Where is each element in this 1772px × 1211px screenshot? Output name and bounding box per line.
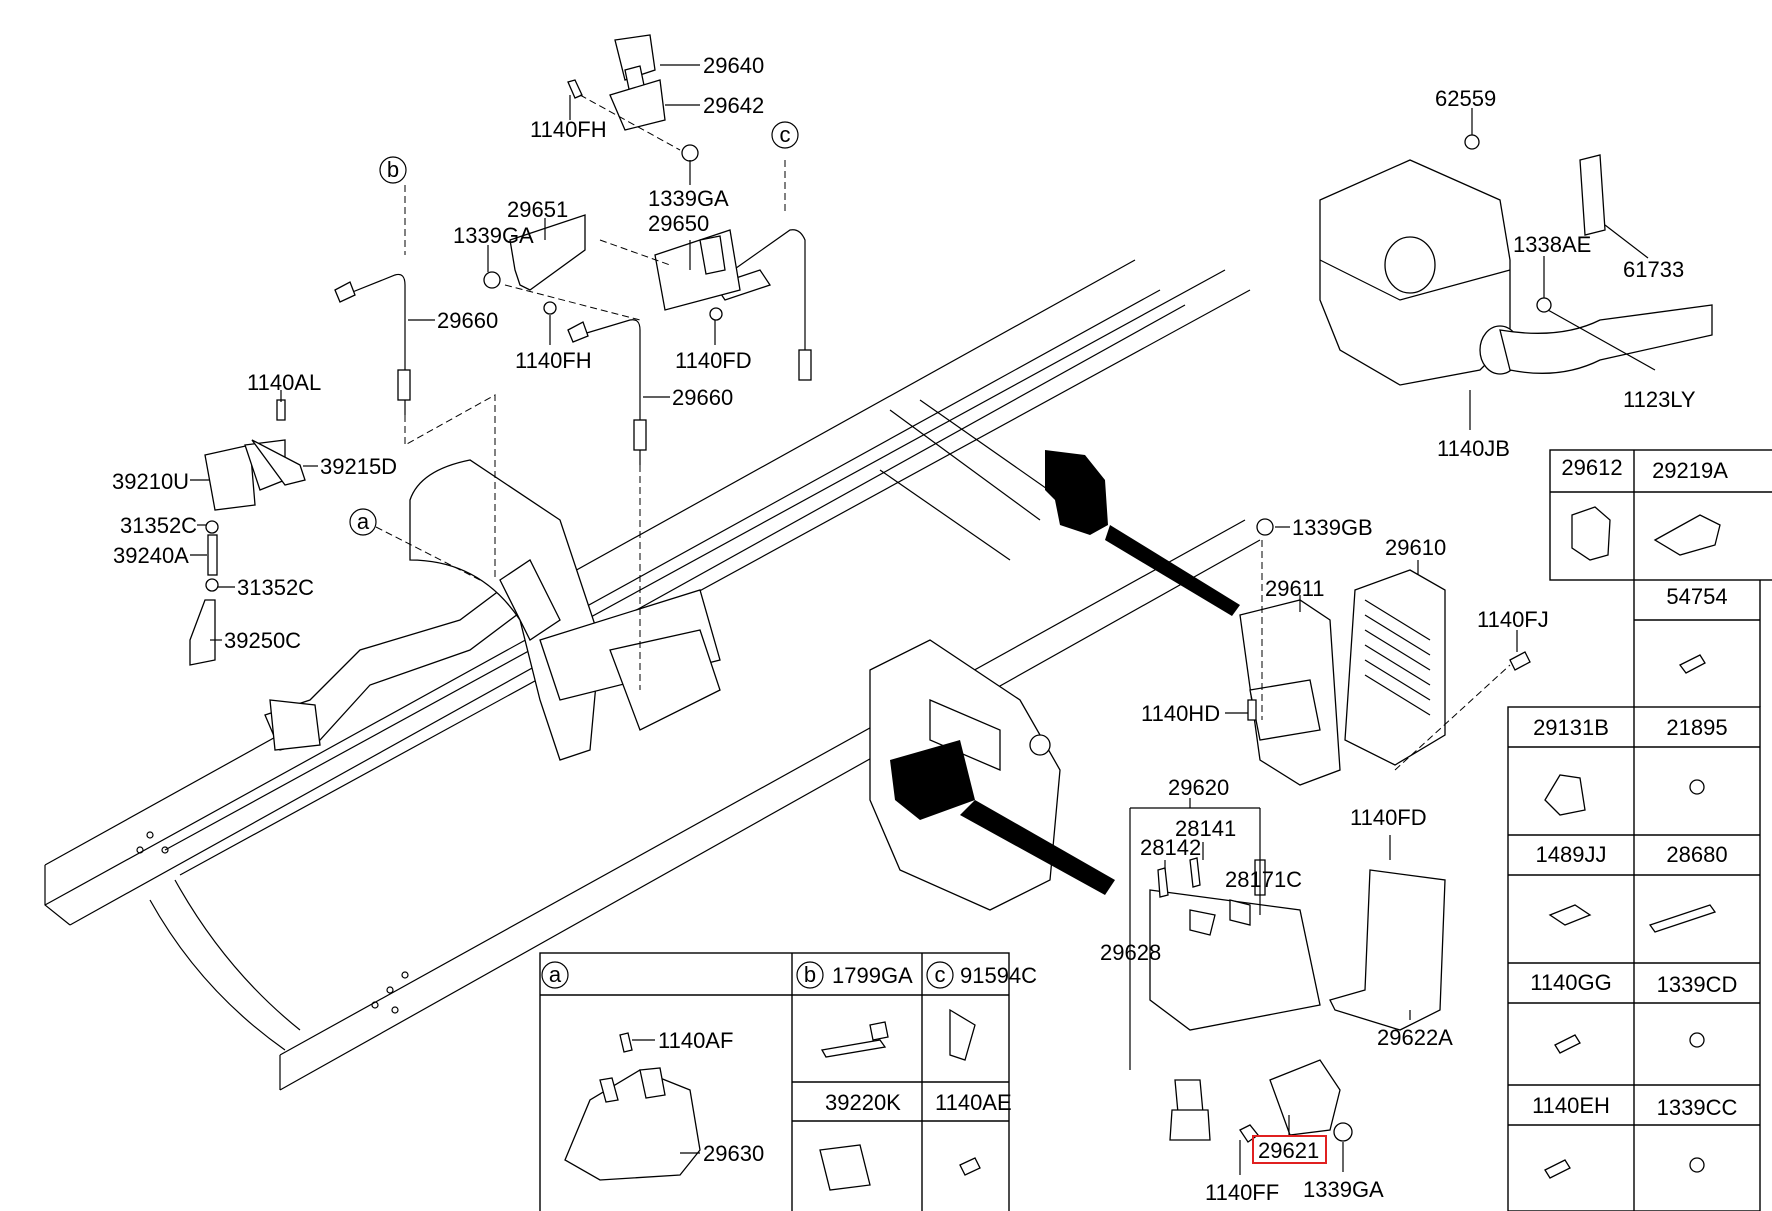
fuel-tank [869, 639, 1115, 911]
part-label-29219A[interactable]: 29219A [1652, 458, 1728, 483]
callout-31352C-upper[interactable]: 31352C [120, 513, 197, 538]
callout-39250C[interactable]: 39250C [224, 628, 301, 653]
callout-62559[interactable]: 62559 [1435, 86, 1496, 111]
part-label-1489JJ[interactable]: 1489JJ [1536, 842, 1607, 867]
ecu-assembly [1239, 518, 1531, 786]
parts-table: 29612 29219A 54754 29131B 21895 1489JJ 2… [1507, 449, 1772, 1211]
callout-1140AL[interactable]: 1140AL [247, 370, 321, 395]
callout-1140FD-top[interactable]: 1140FD [675, 348, 752, 373]
callout-1140FF[interactable]: 1140FF [1205, 1180, 1279, 1205]
callouts: 29640 29642 1140FH 1339GA 29650 29651 13… [112, 53, 1696, 1205]
callout-1140FH-mid[interactable]: 1140FH [515, 348, 592, 373]
part-label-29612[interactable]: 29612 [1561, 455, 1622, 480]
callout-1338AE[interactable]: 1338AE [1513, 232, 1591, 257]
part-label-28680[interactable]: 28680 [1666, 842, 1727, 867]
callout-1339GA-left[interactable]: 1339GA [453, 223, 534, 248]
callout-28171C[interactable]: 28171C [1225, 867, 1302, 892]
part-image-1339CC [1689, 1157, 1705, 1173]
callout-29620[interactable]: 29620 [1168, 775, 1229, 800]
callout-29660-mid[interactable]: 29660 [672, 385, 733, 410]
callout-29640[interactable]: 29640 [703, 53, 764, 78]
part-label-1140GG[interactable]: 1140GG [1530, 970, 1612, 995]
part-image-1140GG [1554, 1034, 1581, 1054]
part-image-29131B [1544, 774, 1586, 816]
detail-cell-c: c 91594C [926, 961, 1037, 1061]
part-label-1339CD[interactable]: 1339CD [1657, 972, 1738, 997]
filter-bracket-assembly [1149, 857, 1446, 1143]
callout-1140FJ[interactable]: 1140FJ [1477, 607, 1549, 632]
callout-1339GA-top[interactable]: 1339GA [648, 186, 729, 211]
part-image-29219A [1653, 514, 1721, 556]
callout-31352C-lower[interactable]: 31352C [237, 575, 314, 600]
ref-marker-a: a [349, 508, 481, 581]
callout-1140HD[interactable]: 1140HD [1141, 701, 1220, 726]
part-image-1140AE [959, 1157, 981, 1176]
part-label-1140AE[interactable]: 1140AE [935, 1090, 1012, 1115]
callout-1140JB[interactable]: 1140JB [1437, 436, 1510, 461]
svg-text:b: b [387, 157, 399, 182]
callout-1140FD-right[interactable]: 1140FD [1350, 805, 1427, 830]
part-label-1799GA[interactable]: 1799GA [832, 963, 913, 988]
callout-28141[interactable]: 28141 [1175, 816, 1236, 841]
chassis-frame [44, 259, 1261, 1091]
callout-1339GA-bottom[interactable]: 1339GA [1303, 1177, 1384, 1202]
callout-29622A[interactable]: 29622A [1377, 1025, 1453, 1050]
sensor-assembly [334, 34, 812, 690]
svg-text:a: a [549, 962, 562, 987]
svg-text:c: c [935, 962, 946, 987]
frame-mount-block [1045, 450, 1240, 616]
callout-29660-left[interactable]: 29660 [437, 308, 498, 333]
svg-text:c: c [780, 122, 791, 147]
callout-28142[interactable]: 28142 [1140, 835, 1201, 860]
callout-29628[interactable]: 29628 [1100, 940, 1161, 965]
detail-callout-29630[interactable]: 29630 [703, 1141, 764, 1166]
detail-table: a 1140AF 29630 b 1799GA c 91594C 39220K … [539, 952, 1037, 1211]
detail-cell-a: a 1140AF 29630 [541, 961, 764, 1181]
callout-29650[interactable]: 29650 [648, 211, 709, 236]
muffler-assembly [1319, 134, 1713, 386]
part-image-1339CD [1689, 1032, 1705, 1048]
part-label-1140EH[interactable]: 1140EH [1532, 1093, 1610, 1118]
callout-39210U[interactable]: 39210U [112, 469, 189, 494]
ref-marker-c: c [771, 121, 799, 149]
part-image-39220K [819, 1144, 871, 1191]
part-label-1339CC[interactable]: 1339CC [1657, 1095, 1738, 1120]
ref-marker-b: b [379, 156, 407, 184]
callout-39215D[interactable]: 39215D [320, 454, 397, 479]
callout-29611[interactable]: 29611 [1265, 576, 1325, 601]
part-label-21895[interactable]: 21895 [1666, 715, 1727, 740]
highlight-box [1252, 1135, 1327, 1164]
part-image-54754 [1679, 654, 1706, 674]
callout-1123LY[interactable]: 1123LY [1623, 387, 1696, 412]
svg-text:a: a [357, 509, 370, 534]
part-label-91594C[interactable]: 91594C [960, 963, 1037, 988]
detail-cell-b: b 1799GA [796, 961, 913, 1058]
svg-text:b: b [804, 962, 816, 987]
callout-39240A[interactable]: 39240A [113, 543, 189, 568]
part-image-29612 [1571, 506, 1611, 561]
part-image-1489JJ [1548, 904, 1592, 926]
part-label-39220K[interactable]: 39220K [825, 1090, 901, 1115]
callout-29642[interactable]: 29642 [703, 93, 764, 118]
pump-assembly [189, 399, 306, 666]
callout-1339GB[interactable]: 1339GB [1292, 515, 1373, 540]
part-image-1140EH [1544, 1159, 1571, 1179]
exhaust-assembly [264, 459, 721, 761]
callout-29610[interactable]: 29610 [1385, 535, 1446, 560]
callout-29651[interactable]: 29651 [507, 197, 568, 222]
part-image-21895 [1689, 779, 1705, 795]
detail-callout-1140AF[interactable]: 1140AF [658, 1028, 733, 1053]
part-label-54754[interactable]: 54754 [1666, 584, 1727, 609]
part-image-28680 [1648, 904, 1717, 933]
callout-1140FH-top[interactable]: 1140FH [530, 117, 607, 142]
callout-29621[interactable]: 29621 [1258, 1138, 1319, 1163]
part-label-29131B[interactable]: 29131B [1533, 715, 1609, 740]
callout-61733[interactable]: 61733 [1623, 257, 1684, 282]
